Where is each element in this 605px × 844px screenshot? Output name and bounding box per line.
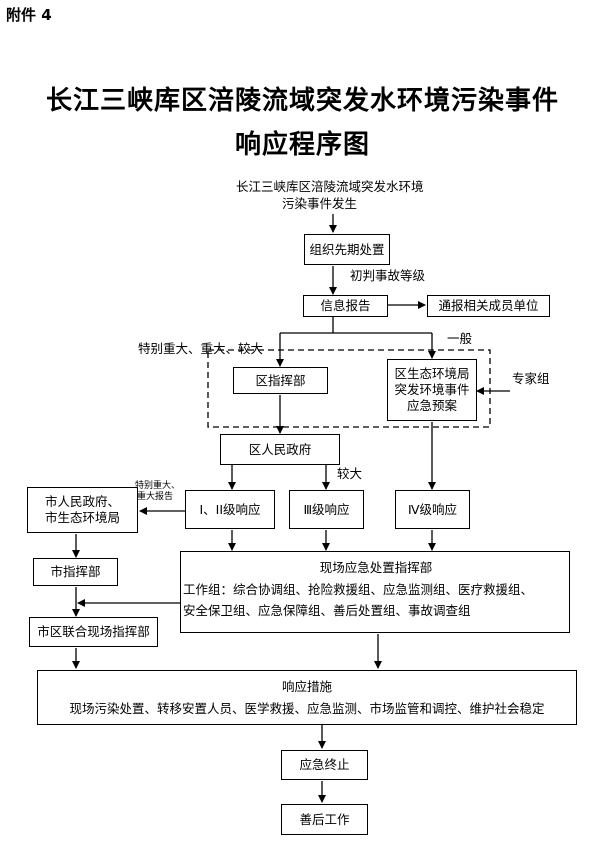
city-gov-box: 市人民政府、 市生态环境局	[27, 487, 138, 533]
district-command-box: 区指挥部	[233, 367, 328, 394]
env-bureau-line2: 突发环境事件	[394, 382, 470, 397]
aftermath-box: 善后工作	[281, 804, 368, 835]
city-gov-line1: 市人民政府、	[44, 494, 120, 509]
initial-grading-label: 初判事故等级	[350, 268, 426, 283]
major-path-label: 特别重大、重大、较大	[138, 341, 264, 356]
district-gov-box: 区人民政府	[220, 434, 340, 465]
larger-label: 较大	[337, 466, 363, 481]
onsite-command-box: 现场应急处置指挥部 工作组：综合协调组、抢险救援组、应急监测组、医疗救援组、 安…	[180, 551, 570, 633]
attachment-label: 附件 4	[6, 6, 52, 24]
dashed-region	[207, 349, 491, 428]
event-text-line2: 污染事件发生	[282, 196, 358, 211]
measures-detail: 现场污染处置、转移安置人员、医学救援、应急监测、市场监管和调控、维护社会稳定	[69, 700, 545, 716]
work-groups-line1: 工作组：综合协调组、抢险救援组、应急监测组、医疗救援组、	[183, 582, 534, 597]
env-bureau-line1: 区生态环境局	[394, 366, 470, 381]
response-measures-title: 响应措施	[281, 678, 332, 694]
response-3-box: Ⅲ级响应	[289, 490, 364, 529]
expert-group-label: 专家组	[512, 371, 550, 386]
general-path-label: 一般	[447, 331, 473, 346]
joint-command-box: 市区联合现场指挥部	[29, 617, 158, 647]
env-bureau-line3: 应急预案	[406, 398, 457, 413]
info-report-box: 信息报告	[303, 295, 388, 317]
onsite-command-title: 现场应急处置指挥部	[319, 560, 433, 575]
response-4-box: Ⅳ级响应	[395, 490, 470, 529]
city-command-box: 市指挥部	[33, 558, 118, 586]
report-small-line1: 特别重大、	[135, 481, 181, 491]
notify-members-box: 通报相关成员单位	[427, 295, 550, 317]
env-bureau-box: 区生态环境局 突发环境事件 应急预案	[387, 359, 477, 421]
page-subtitle: 响应程序图	[234, 130, 370, 160]
report-small-line2: 重大报告	[137, 492, 174, 502]
event-text-line1: 长江三峡库区涪陵流域突发水环境	[236, 179, 424, 194]
initial-disposal-box: 组织先期处置	[304, 234, 390, 265]
emergency-end-box: 应急终止	[281, 750, 368, 780]
response-1-2-box: Ⅰ、ⅠⅠ级响应	[185, 490, 275, 529]
work-groups-line2: 安全保卫组、应急保障组、善后处置组、事故调查组	[183, 603, 471, 618]
city-gov-line2: 市生态环境局	[44, 510, 120, 525]
response-measures-box: 响应措施 现场污染处置、转移安置人员、医学救援、应急监测、市场监管和调控、维护社…	[37, 670, 577, 725]
page-title: 长江三峡库区涪陵流域突发水环境污染事件	[45, 86, 559, 116]
